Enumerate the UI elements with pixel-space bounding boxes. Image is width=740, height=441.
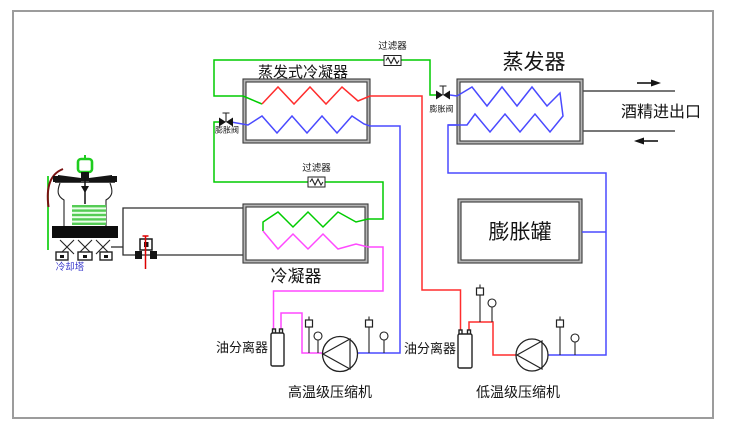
evaporative-condenser-label: 蒸发式冷凝器 bbox=[258, 64, 348, 81]
valve-icon bbox=[219, 117, 226, 127]
arrow-right-icon bbox=[651, 79, 661, 87]
expansion-tank-label: 膨胀罐 bbox=[489, 220, 552, 244]
pressure-sensor-icon bbox=[364, 319, 374, 328]
compressor-ht: 高温级压缩机 bbox=[288, 335, 372, 401]
fan-blade-right bbox=[89, 175, 112, 182]
tower-fill-pack bbox=[72, 205, 106, 225]
expansion-tank-box: 膨胀罐 bbox=[457, 198, 583, 264]
filter-top: 过滤器 bbox=[378, 40, 407, 66]
evaporator-coil bbox=[448, 85, 564, 134]
oil-separator-ht-label: 油分离器 bbox=[216, 340, 268, 355]
condenser-coil-green bbox=[262, 210, 369, 231]
instruments-lt bbox=[475, 284, 580, 355]
water-pump bbox=[135, 235, 157, 269]
cooling-tower: 冷却塔 bbox=[46, 155, 118, 273]
fan-blade-left bbox=[58, 175, 81, 182]
oil-separator-vessel bbox=[270, 332, 285, 367]
alcohol-io-label: 酒精进出口 bbox=[621, 103, 701, 121]
lt-liquid-line bbox=[213, 59, 436, 97]
pressure-sensor-icon bbox=[304, 319, 314, 328]
gauge-icon bbox=[570, 333, 580, 343]
rim-cap-left bbox=[53, 176, 58, 182]
evapcond-liquid-entry bbox=[242, 95, 263, 105]
oil-separator-vessel bbox=[457, 333, 473, 369]
ht-oilsep-to-condenser-line bbox=[272, 246, 384, 329]
evapcond-cold-coil bbox=[230, 114, 371, 135]
tower-wall-right bbox=[105, 182, 113, 226]
filter-mid-label: 过滤器 bbox=[302, 162, 331, 174]
gauge-icon bbox=[487, 298, 497, 308]
water-distributor bbox=[81, 186, 89, 193]
gauge-icon bbox=[313, 331, 323, 341]
lt-suction-line bbox=[447, 124, 607, 356]
tower-curved-pipe bbox=[46, 168, 64, 208]
pressure-sensor-icon bbox=[475, 287, 485, 296]
tower-basin bbox=[52, 226, 118, 238]
tower-fan-motor bbox=[76, 157, 94, 174]
oil-separator-ht: 油分离器 bbox=[216, 328, 285, 367]
pressure-sensor-icon bbox=[555, 319, 565, 328]
ht-liquid-line bbox=[213, 121, 384, 220]
evaporator-box bbox=[456, 78, 584, 145]
alcohol-io: 酒精进出口 bbox=[583, 79, 701, 145]
tower-wall-left bbox=[57, 182, 65, 226]
valve-icon bbox=[436, 90, 443, 100]
condenser-coil-magenta bbox=[262, 230, 369, 251]
ht-suction-line bbox=[358, 125, 401, 354]
filter-mid: 过滤器 bbox=[302, 162, 331, 188]
compressor-ht-label: 高温级压缩机 bbox=[288, 384, 372, 401]
compressor-icon bbox=[515, 338, 549, 372]
instruments-ht bbox=[304, 316, 389, 353]
arrow-left-icon bbox=[634, 137, 644, 145]
compressor-lt: 低温级压缩机 bbox=[476, 338, 560, 401]
expansion-valve-left: 膨胀阀 bbox=[215, 112, 239, 135]
pump-axis-line bbox=[142, 235, 149, 269]
diagram-frame bbox=[12, 10, 714, 419]
compressor-lt-label: 低温级压缩机 bbox=[476, 385, 560, 401]
filter-top-label: 过滤器 bbox=[378, 40, 407, 52]
lt-discharge-to-evapcond-line bbox=[370, 95, 462, 330]
gauge-icon bbox=[379, 331, 389, 341]
oil-separator-lt-label: 油分离器 bbox=[404, 341, 456, 356]
expansion-valve-right-label: 膨胀阀 bbox=[430, 104, 454, 114]
oil-separator-lt: 油分离器 bbox=[404, 329, 473, 369]
rim-cap-right bbox=[112, 176, 117, 182]
condenser-box bbox=[242, 203, 369, 264]
cooling-tower-label: 冷却塔 bbox=[56, 261, 85, 273]
evapcond-hot-gas-coil bbox=[261, 85, 371, 106]
pump-flange-right bbox=[150, 251, 157, 259]
pump-flange-left bbox=[135, 251, 142, 259]
lt-compressor-discharge-line bbox=[468, 321, 517, 356]
evaporator-label: 蒸发器 bbox=[503, 50, 566, 74]
condenser-label: 冷凝器 bbox=[271, 267, 322, 286]
compressor-icon bbox=[321, 335, 359, 373]
cooling-water-loop bbox=[122, 207, 243, 256]
expansion-valve-right: 膨胀阀 bbox=[430, 85, 454, 114]
expansion-valve-left-label: 膨胀阀 bbox=[215, 125, 239, 135]
